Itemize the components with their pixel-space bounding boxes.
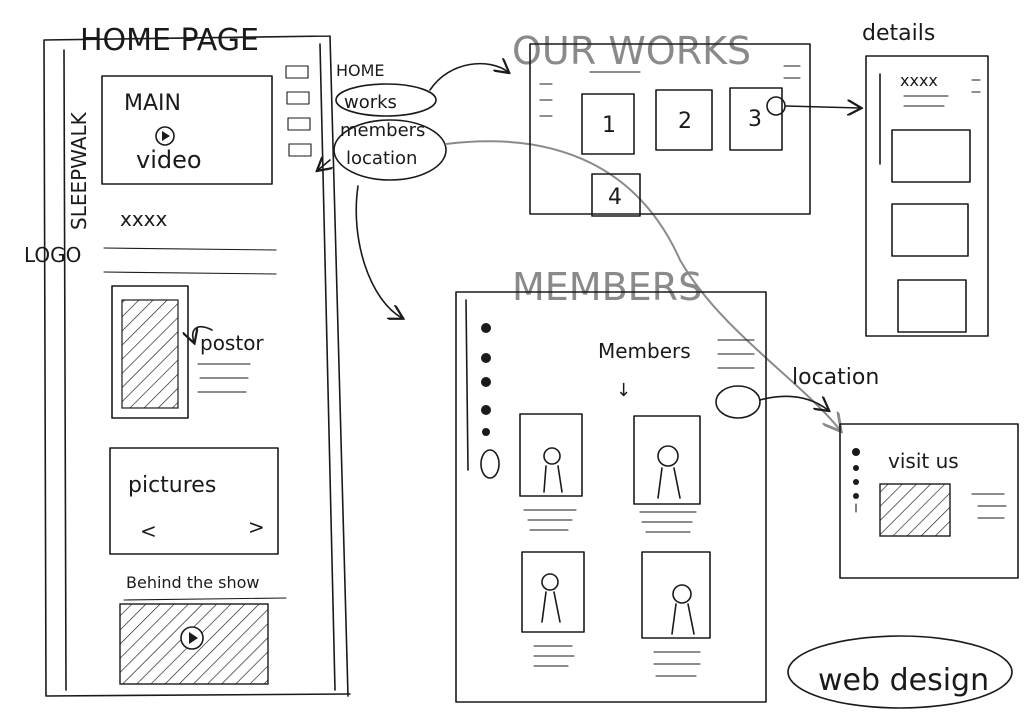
members-sidebar-line: [465, 299, 469, 471]
brand-vertical: SLEEPWALK: [67, 111, 91, 230]
members-location-highlight: [333, 119, 447, 181]
nav-item-works[interactable]: works: [344, 92, 397, 113]
arrow-to-members: [355, 185, 402, 318]
carousel-prev-button[interactable]: <: [140, 519, 157, 543]
works-page-sketch: OUR WORKS 1 2 3 4: [512, 29, 860, 217]
members-nav-dot[interactable]: [481, 353, 491, 363]
works-tile-label: 3: [748, 107, 762, 132]
poster-image: [121, 299, 179, 409]
members-title: MEMBERS: [512, 265, 702, 309]
poster-label: postor: [200, 331, 264, 355]
details-page-sketch: details xxxx: [862, 21, 989, 337]
pictures-label: pictures: [128, 473, 216, 498]
location-nav-dot[interactable]: [853, 493, 859, 499]
location-link-highlight: [715, 385, 761, 419]
details-image: [897, 279, 967, 333]
home-page-title: HOME PAGE: [80, 23, 259, 58]
details-image: [891, 203, 969, 257]
member-card[interactable]: [633, 415, 701, 533]
main-video-line2: video: [136, 146, 202, 174]
hamburger-bar: [288, 143, 312, 157]
visit-us-label: visit us: [888, 449, 959, 473]
members-heading: Members: [598, 339, 691, 363]
home-frame: [43, 35, 351, 697]
member-card[interactable]: [641, 551, 711, 677]
members-nav-dot[interactable]: [481, 377, 491, 387]
nav-item-home[interactable]: HOME: [336, 61, 385, 80]
brand-label: SLEEPWALK: [67, 111, 91, 230]
location-title: location: [792, 365, 879, 390]
text-line: [103, 271, 277, 275]
members-nav-highlight: [480, 449, 500, 479]
map-image[interactable]: [879, 483, 951, 537]
location-frame: [839, 423, 1019, 579]
home-page-sketch: HOME PAGE LOGO SLEEPWALK MAIN video xxxx…: [24, 23, 351, 697]
play-icon[interactable]: [155, 126, 175, 146]
hamburger-bar: [285, 65, 309, 79]
nav-item-location[interactable]: location: [346, 148, 417, 169]
works-tile[interactable]: [581, 93, 635, 155]
works-tile[interactable]: [591, 173, 641, 217]
play-triangle-icon: [162, 131, 170, 141]
nav-arrow: [318, 160, 330, 170]
web-design-label: web design: [818, 663, 989, 698]
details-title: details: [862, 21, 935, 46]
logo-label: LOGO: [24, 243, 81, 267]
home-inner-line: [63, 49, 67, 691]
members-nav-dot[interactable]: [482, 428, 490, 436]
behind-play-triangle-icon: [189, 632, 198, 644]
main-video-line1: MAIN: [124, 91, 181, 116]
arrow-to-location: [445, 140, 840, 430]
nav-item-members[interactable]: members: [340, 120, 425, 141]
behind-label: Behind the show: [126, 573, 259, 592]
members-page-sketch: MEMBERS Members ↓: [455, 265, 828, 703]
works-tile-label: 2: [678, 109, 692, 134]
works-frame: [529, 43, 811, 215]
arrow-to-works: [429, 64, 508, 91]
carousel-next-button[interactable]: >: [248, 515, 265, 539]
hamburger-bar: [287, 117, 311, 131]
arrow-to-location-page: [759, 395, 828, 410]
location-nav-dot[interactable]: [853, 479, 859, 485]
poster-arrow: [193, 326, 213, 342]
pictures-carousel[interactable]: [109, 447, 279, 555]
arrow-to-details: [785, 106, 860, 108]
location-page-sketch: location visit us: [792, 365, 1019, 579]
under-video-text: xxxx: [120, 207, 168, 231]
details-frame: [865, 55, 989, 337]
behind-underline: [123, 597, 287, 601]
web-design-oval: [787, 635, 1013, 709]
poster-box[interactable]: [111, 285, 189, 419]
works-tile-label: 4: [608, 185, 622, 210]
works-tile-label: 1: [602, 113, 616, 138]
members-arrow: ↓: [616, 380, 631, 401]
members-nav-dot[interactable]: [481, 405, 491, 415]
home-inner-line-right: [319, 43, 336, 691]
details-caption: xxxx: [900, 71, 938, 90]
tile-3-highlight: [766, 96, 786, 116]
location-nav-dot[interactable]: [853, 465, 859, 471]
main-video-box[interactable]: [101, 75, 273, 185]
member-card[interactable]: [521, 551, 585, 667]
members-frame: [455, 291, 767, 703]
text-line: [103, 247, 277, 251]
location-nav-dot[interactable]: [852, 448, 860, 456]
details-image: [891, 129, 971, 183]
nav-menu-sketch: HOME works members location: [285, 61, 840, 430]
members-nav-dot[interactable]: [481, 323, 491, 333]
member-card[interactable]: [519, 413, 583, 531]
web-design-label-group: web design: [787, 635, 1013, 709]
works-tile[interactable]: [655, 89, 713, 151]
works-title: OUR WORKS: [512, 29, 751, 73]
works-tile[interactable]: [729, 87, 783, 151]
works-highlight: [335, 83, 437, 117]
hamburger-bar: [286, 91, 310, 105]
